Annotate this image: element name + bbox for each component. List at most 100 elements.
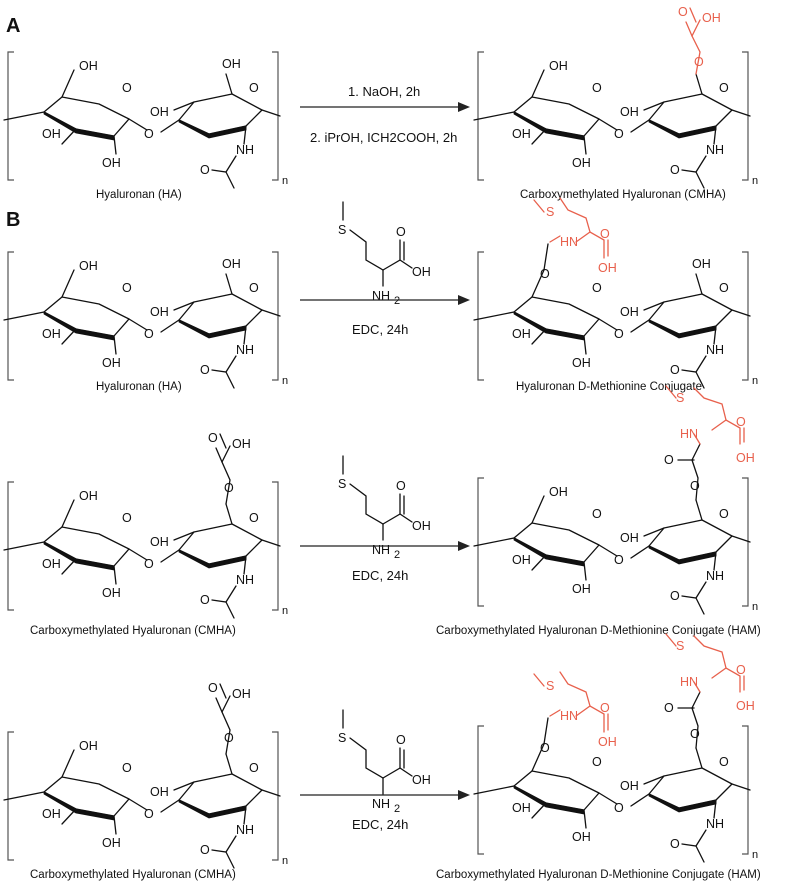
- svg-text:OH: OH: [702, 11, 721, 25]
- svg-text:O: O: [249, 761, 259, 775]
- reaction-1-product-label: Carboxymethylated Hyaluronan (CMHA): [520, 189, 726, 201]
- methionine-amide-highlight-4a: [533, 671, 609, 733]
- svg-text:NH: NH: [706, 343, 724, 357]
- reaction-3: O OH O OH O OH OH O OH O NH O n Carboxym…: [3, 385, 761, 637]
- ham-product-structure-4: O O HN O OH S O HN O: [473, 633, 758, 863]
- svg-text:2: 2: [394, 295, 400, 307]
- svg-text:O: O: [719, 81, 729, 95]
- svg-text:OH: OH: [150, 105, 169, 119]
- svg-text:O: O: [690, 479, 700, 493]
- methionine-reagent-3: S O OH NH 2: [338, 455, 431, 561]
- svg-text:O: O: [614, 553, 624, 567]
- svg-text:O: O: [224, 481, 234, 495]
- reaction-4-arrow: [300, 790, 470, 800]
- svg-text:OH: OH: [222, 257, 241, 271]
- svg-text:S: S: [546, 679, 554, 693]
- reaction-3-arrow: [300, 541, 470, 551]
- svg-text:n: n: [752, 849, 758, 861]
- svg-text:OH: OH: [79, 59, 98, 73]
- svg-text:n: n: [282, 375, 288, 387]
- svg-text:NH: NH: [372, 797, 390, 811]
- svg-text:O: O: [600, 227, 610, 241]
- svg-text:HN: HN: [680, 427, 698, 441]
- ha-structure-2: OH O OH OH O OH OH O NH O n: [3, 251, 288, 389]
- svg-text:O: O: [144, 807, 154, 821]
- methionine-amide-highlight: [533, 197, 609, 259]
- svg-text:OH: OH: [412, 519, 431, 533]
- ham-product-structure-3: O O HN O OH S OH O OH OH O OH O NH O n: [473, 385, 758, 615]
- svg-text:OH: OH: [572, 582, 591, 596]
- svg-text:NH: NH: [236, 823, 254, 837]
- svg-text:O: O: [614, 801, 624, 815]
- svg-text:OH: OH: [42, 327, 61, 341]
- svg-text:n: n: [752, 601, 758, 613]
- panel-letter-a: A: [6, 15, 20, 37]
- svg-text:NH: NH: [236, 143, 254, 157]
- svg-text:2: 2: [394, 803, 400, 815]
- svg-text:n: n: [282, 605, 288, 617]
- svg-text:NH: NH: [372, 289, 390, 303]
- svg-text:O: O: [592, 81, 602, 95]
- svg-text:O: O: [144, 127, 154, 141]
- reaction-4-product-label: Carboxymethylated Hyaluronan D-Methionin…: [436, 869, 761, 881]
- reaction-1-condition-2: 2. iPrOH, ICH2COOH, 2h: [310, 130, 457, 145]
- svg-text:O: O: [670, 363, 680, 377]
- svg-text:OH: OH: [232, 687, 251, 701]
- svg-text:O: O: [614, 327, 624, 341]
- methionine-amide-highlight-4b: [665, 633, 745, 693]
- reaction-3-product-label: Carboxymethylated Hyaluronan D-Methionin…: [436, 625, 761, 637]
- methionine-reagent-4: S O OH NH 2: [338, 709, 431, 815]
- svg-text:O: O: [614, 127, 624, 141]
- svg-text:n: n: [752, 175, 758, 187]
- svg-text:S: S: [676, 639, 684, 653]
- svg-text:O: O: [719, 755, 729, 769]
- svg-text:OH: OH: [598, 261, 617, 275]
- svg-text:O: O: [396, 225, 406, 239]
- svg-text:O: O: [540, 267, 550, 281]
- svg-text:O: O: [122, 281, 132, 295]
- svg-text:HN: HN: [560, 235, 578, 249]
- reaction-3-condition: EDC, 24h: [352, 568, 408, 583]
- svg-text:OH: OH: [79, 739, 98, 753]
- svg-text:HN: HN: [680, 675, 698, 689]
- svg-text:O: O: [600, 701, 610, 715]
- svg-text:NH: NH: [706, 143, 724, 157]
- carboxymethyl-group-highlight: [685, 7, 701, 75]
- reaction-1-reactant-label: Hyaluronan (HA): [96, 189, 182, 201]
- svg-text:O: O: [694, 55, 704, 69]
- svg-text:O: O: [592, 507, 602, 521]
- cmha-structure-4: O OH O OH O OH OH O OH O NH O n: [3, 681, 288, 869]
- ha-methionine-product-structure: O HN O OH S O OH OH O OH OH O NH O n: [473, 197, 758, 389]
- svg-text:n: n: [282, 855, 288, 867]
- methionine-amide-highlight-3: [665, 385, 745, 445]
- svg-text:O: O: [122, 81, 132, 95]
- svg-text:O: O: [670, 837, 680, 851]
- svg-text:O: O: [122, 761, 132, 775]
- svg-text:OH: OH: [598, 735, 617, 749]
- svg-text:OH: OH: [150, 305, 169, 319]
- svg-text:O: O: [249, 511, 259, 525]
- reaction-2: OH O OH OH O OH OH O NH O n Hyaluronan (…: [3, 197, 758, 393]
- reaction-2-arrow: [300, 295, 470, 305]
- svg-text:OH: OH: [232, 437, 251, 451]
- svg-text:O: O: [200, 843, 210, 857]
- svg-text:O: O: [690, 727, 700, 741]
- svg-text:n: n: [752, 375, 758, 387]
- svg-text:OH: OH: [572, 356, 591, 370]
- reaction-1-arrow: [300, 102, 470, 112]
- reaction-4-condition: EDC, 24h: [352, 817, 408, 832]
- svg-text:S: S: [338, 223, 346, 237]
- svg-text:OH: OH: [42, 127, 61, 141]
- svg-text:OH: OH: [42, 807, 61, 821]
- reaction-2-condition: EDC, 24h: [352, 322, 408, 337]
- svg-text:O: O: [396, 733, 406, 747]
- ha-structure: OH O OH OH O OH OH O NH O n: [3, 51, 288, 189]
- svg-text:OH: OH: [412, 265, 431, 279]
- svg-text:O: O: [224, 731, 234, 745]
- svg-text:OH: OH: [572, 156, 591, 170]
- svg-text:O: O: [592, 281, 602, 295]
- reaction-3-reactant-label: Carboxymethylated Hyaluronan (CMHA): [30, 625, 236, 637]
- svg-text:O: O: [670, 163, 680, 177]
- svg-text:OH: OH: [512, 127, 531, 141]
- reaction-1-condition-1: 1. NaOH, 2h: [348, 84, 420, 99]
